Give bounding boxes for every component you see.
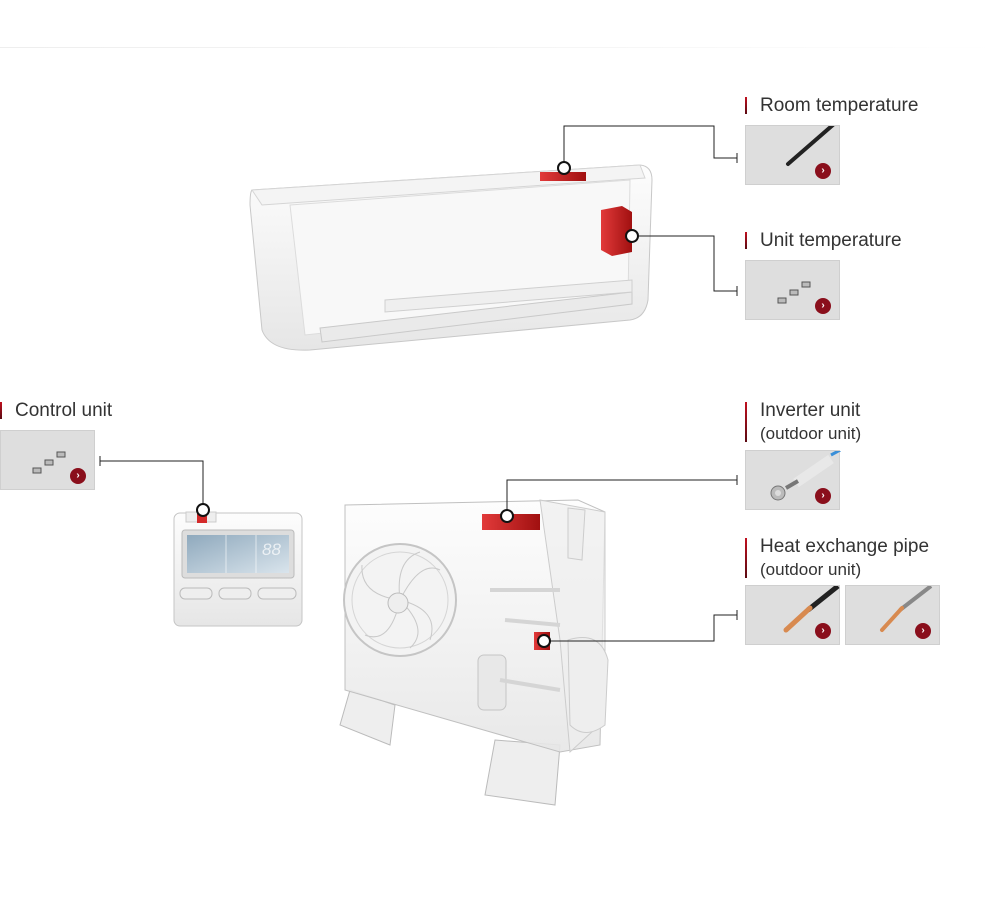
unit-temperature-label: Unit temperature [745, 229, 902, 252]
callout-lines [99, 125, 738, 642]
remote-display-text: 88 [262, 540, 281, 559]
heat-exchange-pipe-subtitle: (outdoor unit) [760, 560, 862, 579]
header-divider [0, 47, 1000, 48]
heat-pipe-card-1[interactable]: › [745, 585, 840, 645]
ring-terminal-sensor-image [770, 451, 841, 501]
unit-temperature-card[interactable]: › [745, 260, 840, 320]
probe-sensor-image [786, 126, 835, 166]
inverter-unit-label: Inverter unit (outdoor unit) [745, 399, 861, 445]
inverter-unit-card[interactable]: › [745, 450, 841, 510]
chevron-right-icon[interactable]: › [815, 163, 831, 179]
room-temp-hotspot [540, 172, 586, 181]
smd-thermistor-image [777, 281, 811, 304]
heat-exchange-pipe-label: Heat exchange pipe (outdoor unit) [745, 535, 929, 581]
heat-pipe-card-2[interactable]: › [845, 585, 940, 645]
chevron-right-icon[interactable]: › [815, 298, 831, 314]
control-unit-card[interactable]: › [0, 430, 95, 490]
outdoor-unit [339, 499, 609, 806]
inverter-hotspot [482, 514, 540, 530]
marker-room-temperature[interactable] [557, 161, 571, 175]
remote-control: 88 [173, 511, 303, 627]
chevron-right-icon[interactable]: › [815, 623, 831, 639]
chevron-right-icon[interactable]: › [70, 468, 86, 484]
chevron-right-icon[interactable]: › [815, 488, 831, 504]
marker-inverter-unit[interactable] [500, 509, 514, 523]
marker-unit-temperature[interactable] [625, 229, 639, 243]
control-unit-label: Control unit [0, 399, 112, 422]
control-unit-title: Control unit [15, 400, 113, 421]
marker-heat-exchange-pipe[interactable] [537, 634, 551, 648]
unit-temperature-title: Unit temperature [760, 230, 902, 251]
room-temperature-label: Room temperature [745, 94, 918, 117]
hotspot-markers [196, 161, 639, 648]
heat-exchange-pipe-title: Heat exchange pipe [760, 536, 930, 557]
marker-control-unit[interactable] [196, 503, 210, 517]
unit-temp-hotspot [601, 206, 632, 256]
indoor-unit [249, 164, 653, 351]
room-temperature-card[interactable]: › [745, 125, 840, 185]
room-temperature-title: Room temperature [760, 95, 919, 116]
inverter-unit-subtitle: (outdoor unit) [760, 424, 862, 443]
chevron-right-icon[interactable]: › [915, 623, 931, 639]
copper-probe-grey-image [880, 586, 933, 632]
inverter-unit-title: Inverter unit [760, 400, 861, 421]
copper-probe-black-image [783, 586, 840, 633]
smd-thermistor-image [32, 451, 66, 474]
